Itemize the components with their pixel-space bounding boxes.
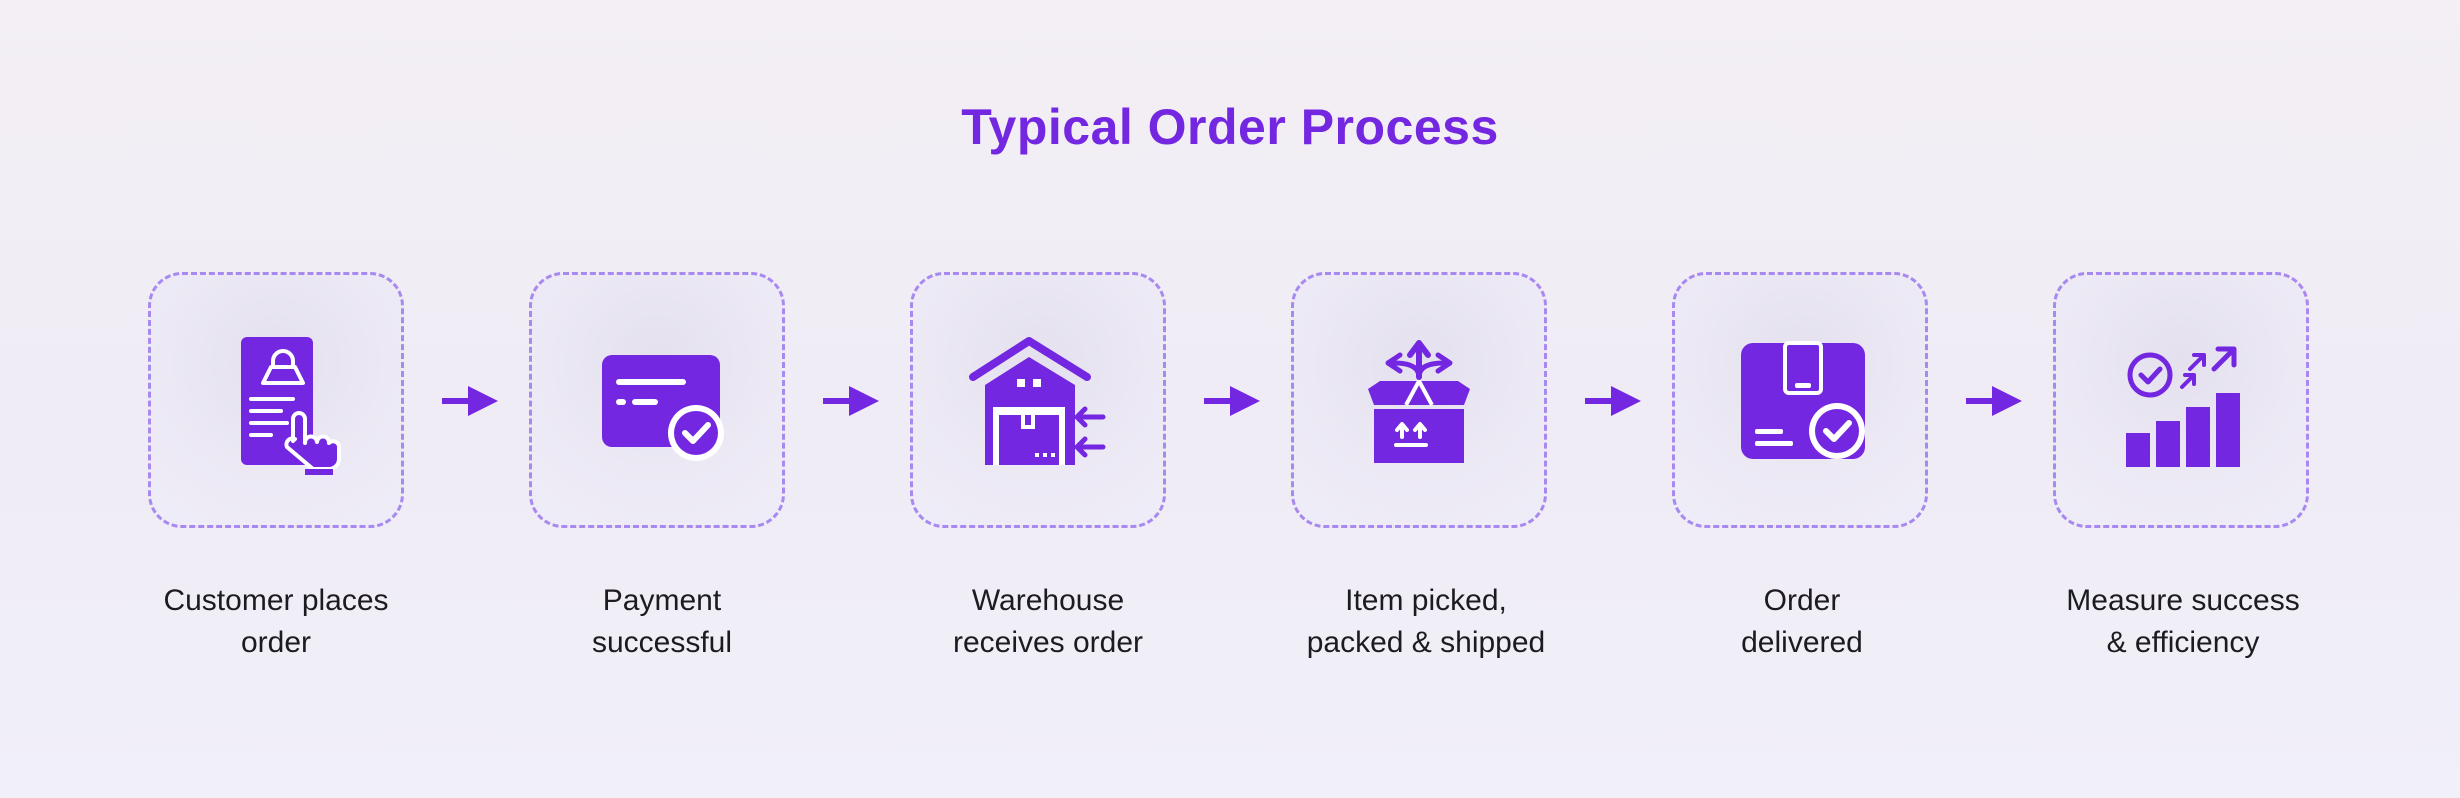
arrow-right-icon <box>442 386 498 416</box>
step-1-label: Customer places order <box>163 584 389 659</box>
open-box-icon <box>1368 340 1470 463</box>
package-delivered-icon <box>1741 341 1865 459</box>
arrow-right-icon <box>1585 386 1641 416</box>
arrow-right-icon <box>1204 386 1260 416</box>
step-1-box <box>148 272 404 528</box>
arrow-right-icon <box>1966 386 2022 416</box>
warehouse-icon <box>969 337 1106 465</box>
step-4-box <box>1291 272 1547 528</box>
step-5-box <box>1672 272 1928 528</box>
step-2-box <box>529 272 785 528</box>
step-6-label: Measure success & efficiency <box>2066 584 2300 659</box>
step-5-label: Order delivered <box>1741 584 1863 659</box>
step-6-box <box>2053 272 2309 528</box>
step-4-label: Item picked, packed & shipped <box>1306 584 1546 659</box>
step-3-box <box>910 272 1166 528</box>
credit-card-check-icon <box>602 355 724 461</box>
arrow-right-icon <box>823 386 879 416</box>
mobile-shopping-icon <box>241 337 341 475</box>
diagram-title: Typical Order Process <box>961 99 1499 155</box>
step-2-label: Payment successful <box>591 584 733 659</box>
step-3-label: Warehouse receives order <box>952 584 1144 659</box>
growth-chart-icon <box>2126 346 2240 467</box>
